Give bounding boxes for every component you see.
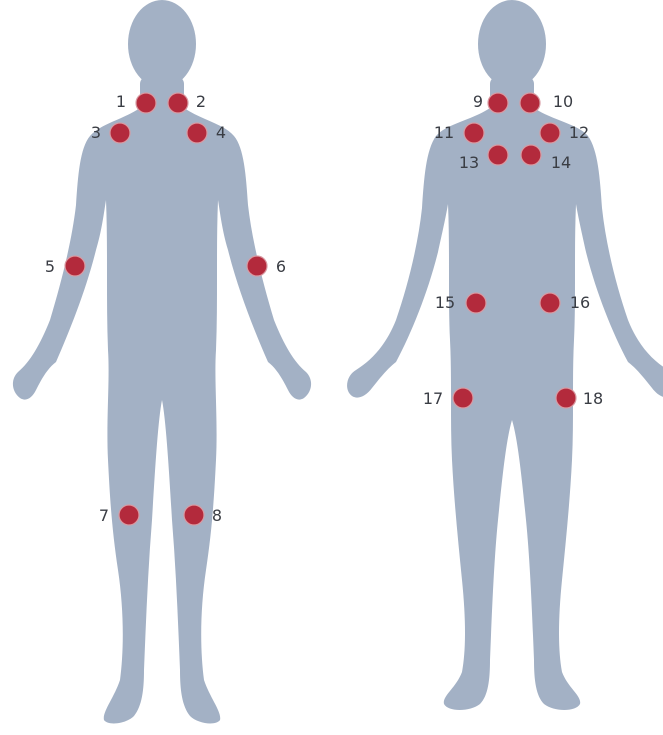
- front-body-silhouette: [13, 0, 311, 723]
- tender-point-label: 12: [569, 123, 589, 142]
- tender-point-10: 10: [520, 92, 573, 113]
- tender-point-label: 14: [551, 153, 571, 172]
- tender-point-label: 17: [423, 389, 443, 408]
- tender-point-6: 6: [247, 256, 286, 276]
- tender-point-marker: [453, 388, 473, 408]
- tender-point-marker: [488, 93, 508, 113]
- tender-point-marker: [540, 293, 560, 313]
- tender-point-label: 8: [212, 506, 222, 525]
- tender-point-marker: [488, 145, 508, 165]
- tender-point-label: 1: [116, 92, 126, 111]
- tender-point-marker: [520, 93, 540, 113]
- tender-point-marker: [540, 123, 560, 143]
- tender-point-label: 7: [99, 506, 109, 525]
- tender-point-label: 2: [196, 92, 206, 111]
- tender-point-marker: [187, 123, 207, 143]
- tender-point-marker: [521, 145, 541, 165]
- tender-point-label: 10: [553, 92, 573, 111]
- tender-point-label: 5: [45, 257, 55, 276]
- tender-point-marker: [556, 388, 576, 408]
- tender-point-marker: [247, 256, 267, 276]
- tender-point-label: 18: [583, 389, 603, 408]
- tender-point-marker: [119, 505, 139, 525]
- tender-point-label: 3: [91, 123, 101, 142]
- tender-point-marker: [168, 93, 188, 113]
- tender-point-label: 13: [459, 153, 479, 172]
- tender-point-marker: [466, 293, 486, 313]
- tender-point-label: 15: [435, 293, 455, 312]
- tender-point-1: 1: [116, 92, 156, 113]
- tender-point-label: 6: [276, 257, 286, 276]
- tender-point-label: 11: [434, 123, 454, 142]
- tender-point-17: 17: [423, 388, 473, 408]
- tender-point-label: 9: [473, 92, 483, 111]
- tender-point-marker: [110, 123, 130, 143]
- tender-point-18: 18: [556, 388, 603, 408]
- tender-point-marker: [136, 93, 156, 113]
- tender-point-label: 16: [570, 293, 590, 312]
- tender-point-marker: [464, 123, 484, 143]
- tender-point-2: 2: [168, 92, 206, 113]
- tender-point-marker: [65, 256, 85, 276]
- tender-point-marker: [184, 505, 204, 525]
- tender-point-label: 4: [216, 123, 226, 142]
